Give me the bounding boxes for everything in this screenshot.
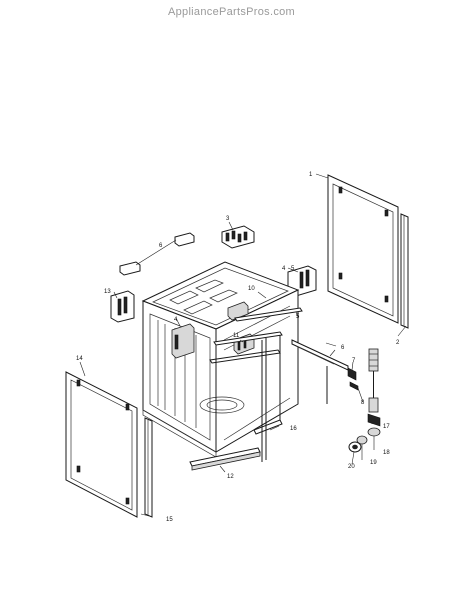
callout-2: 2 (396, 340, 400, 346)
callout-19: 19 (370, 460, 377, 466)
callout-16: 16 (290, 426, 297, 432)
callout-20: 20 (348, 464, 355, 470)
callout-4-right: 4 (282, 266, 286, 272)
water-valve-assembly (348, 348, 381, 453)
vertical-rod (261, 338, 267, 462)
tub-body (141, 261, 300, 458)
callout-1: 1 (309, 172, 313, 178)
callout-12: 12 (227, 474, 234, 480)
bracket-part-6-upper (119, 232, 195, 276)
callout-7: 7 (352, 358, 356, 364)
bracket-part-3 (221, 225, 255, 249)
callout-17: 17 (383, 424, 390, 430)
side-trim-strip-left (144, 417, 153, 518)
leader-lines (79, 173, 407, 517)
small-parts-7-8 (326, 366, 359, 404)
callout-3: 3 (226, 216, 230, 222)
kick-plate-part-16 (253, 419, 283, 435)
side-trim-strip-right (400, 213, 409, 329)
callout-numbers: 1 2 3 6 4 5 13 10 4 5 11 6 7 8 14 16 12 … (76, 172, 400, 523)
bracket-part-13 (110, 290, 135, 323)
callout-8: 8 (361, 400, 365, 406)
callout-13: 13 (104, 289, 111, 295)
watermark: AppliancePartsPros.com (167, 6, 296, 18)
callout-10: 10 (248, 286, 255, 292)
side-panel-right (327, 174, 399, 324)
callout-11: 11 (233, 333, 240, 339)
callout-5-front: 5 (296, 314, 300, 320)
callout-4-left: 4 (174, 317, 178, 323)
side-panel-left (65, 371, 138, 518)
callout-6-upper: 6 (159, 243, 163, 249)
callout-18: 18 (383, 450, 390, 456)
callout-5-right: 5 (291, 266, 295, 272)
callout-6-rail: 6 (341, 345, 345, 351)
callout-15: 15 (166, 517, 173, 523)
bottom-bar-part-12 (189, 447, 261, 471)
callout-14: 14 (76, 356, 83, 362)
